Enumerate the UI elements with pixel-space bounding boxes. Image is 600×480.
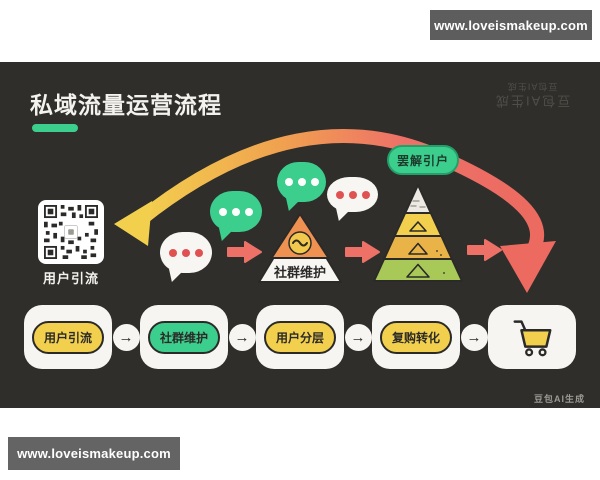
flow-step-label: 社群维护 <box>147 320 220 354</box>
bubble-dot <box>310 178 319 186</box>
bubble-dot <box>169 248 177 257</box>
flow-arrow-connector: → <box>112 323 140 351</box>
bubble-dot <box>219 207 227 216</box>
flow-arrow-connector: → <box>460 323 488 351</box>
bubble-tail <box>169 269 185 282</box>
faint-watermark-line1: 豆包AI生成 <box>493 93 570 109</box>
arc-arrowhead-left-icon <box>114 201 152 246</box>
chat-bubble-icon <box>277 162 326 211</box>
bubble-dot <box>182 248 190 257</box>
faint-watermark-line2: 豆包AI生成 <box>506 81 558 92</box>
right-arrow-icon <box>345 241 380 263</box>
flow-step-label: 用户引流 <box>31 320 104 354</box>
chat-bubble-icon <box>160 232 212 282</box>
flow-card-step4: 复购转化 <box>372 305 460 369</box>
flow-card-step3: 用户分层 <box>256 305 344 369</box>
dark-diagram-panel: 私域流量运营流程 豆包AI生成 豆包AI生成 <box>0 62 600 408</box>
flow-card-cart <box>488 305 576 369</box>
bubble-tail <box>286 198 302 211</box>
generator-watermark: 豆包AI生成 <box>533 394 585 404</box>
bubble-dot <box>232 207 240 216</box>
site-url-banner-top: www.loveismakeup.com <box>430 10 592 40</box>
pyramid-large-icon <box>373 184 463 282</box>
bubble-dot <box>361 190 370 199</box>
flow-arrow-connector: → <box>228 323 256 351</box>
flow-card-step2: 社群维护 <box>140 305 228 369</box>
site-url-banner-bottom: www.loveismakeup.com <box>8 437 180 470</box>
bubble-dot <box>195 248 203 257</box>
site-url-text: www.loveismakeup.com <box>17 446 171 461</box>
flow-step-label: 复购转化 <box>379 320 452 354</box>
qr-caption: 用户引流 <box>42 271 99 286</box>
flow-arrow-connector: → <box>344 323 372 351</box>
bubble-dot <box>348 190 357 199</box>
chat-bubble-icon <box>327 177 378 221</box>
bubble-dot <box>335 190 344 199</box>
title-underline <box>32 124 78 132</box>
bubble-dot <box>245 207 253 216</box>
arc-arrowhead-down-icon <box>500 241 556 293</box>
arrow-glyph: → <box>466 328 482 346</box>
page-title: 私域流量运营流程 <box>30 92 222 118</box>
qr-code-icon <box>44 205 98 259</box>
faint-generator-watermark: 豆包AI生成 豆包AI生成 <box>494 80 570 109</box>
bubble-dot <box>284 178 293 186</box>
flow-card-step1: 用户引流 <box>24 305 112 369</box>
pyramid-small-icon <box>258 213 342 283</box>
qr-card <box>38 200 104 264</box>
bubble-dot <box>297 178 306 186</box>
chat-bubble-icon <box>210 191 262 241</box>
flow-row: 用户引流 → 社群维护 → 用户分层 → 复购转化 → <box>24 305 576 369</box>
arrow-glyph: → <box>118 328 134 346</box>
right-arrow-icon <box>467 239 502 261</box>
arrow-glyph: → <box>350 328 366 346</box>
arc-label-pill: 罢解引户 <box>387 145 459 175</box>
right-arrow-icon <box>227 241 262 263</box>
flow-step-label: 用户分层 <box>263 320 336 354</box>
shopping-cart-icon <box>513 320 552 357</box>
arrow-glyph: → <box>234 328 250 346</box>
site-url-text: www.loveismakeup.com <box>434 17 588 33</box>
pyramid-small-caption: 社群维护 <box>273 265 326 280</box>
